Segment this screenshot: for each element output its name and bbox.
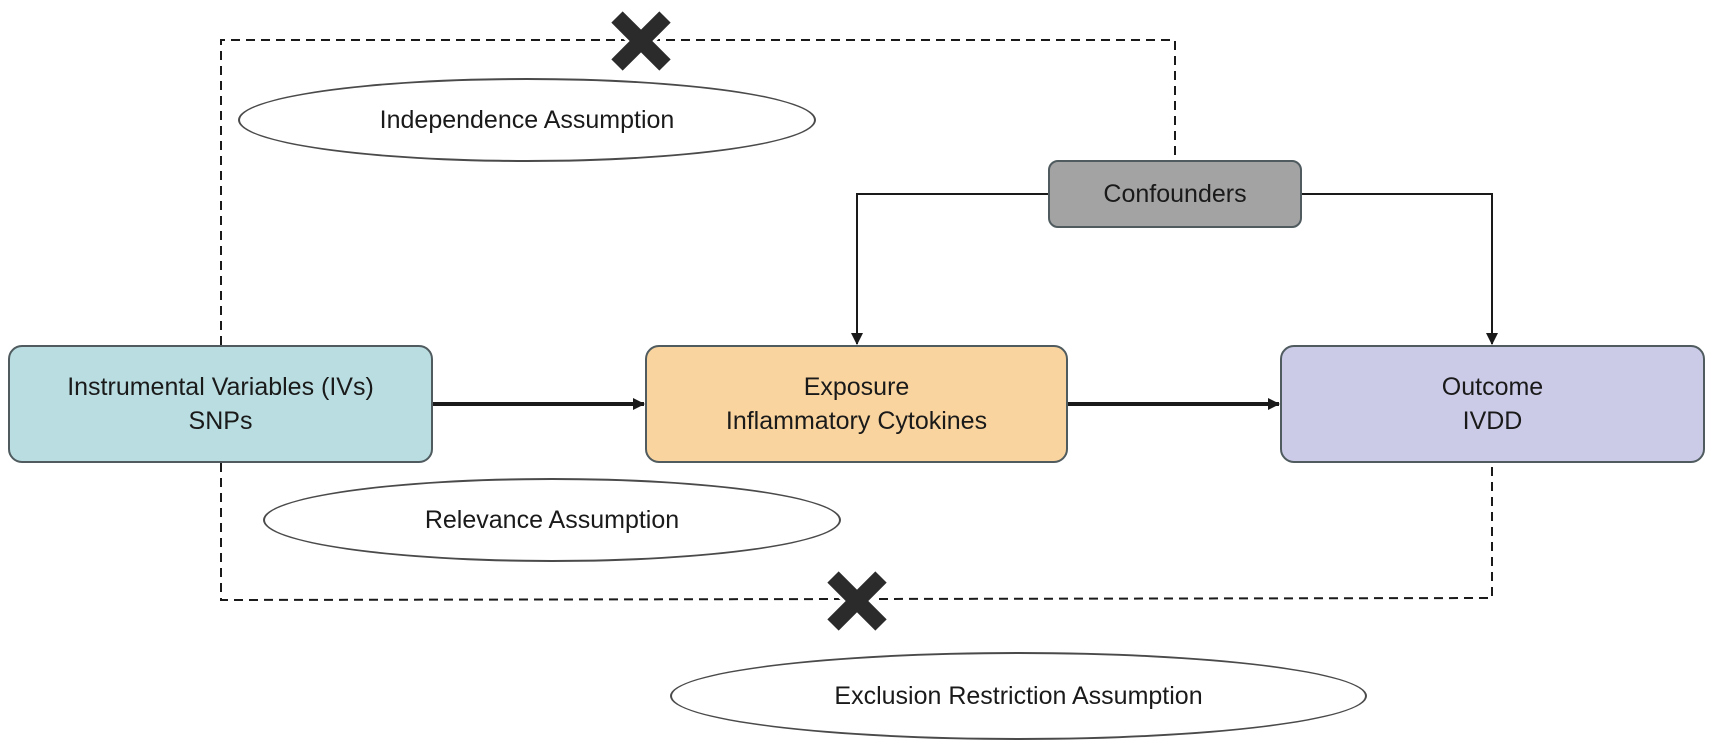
x-cross-icon [609, 9, 673, 73]
independence-dashed-path [220, 39, 1176, 345]
confounders-to-exposure-arrow [851, 193, 1048, 345]
exposure-box: Exposure Inflammatory Cytokines [645, 345, 1068, 463]
confounders-label: Confounders [1103, 180, 1247, 208]
relevance-assumption-text: Relevance Assumption [424, 505, 680, 534]
x-cross-icon [825, 569, 889, 633]
outcome-title: Outcome [1441, 373, 1544, 401]
independence-assumption-text: Independence Assumption [379, 105, 675, 134]
confounders-to-outcome-arrow [1301, 193, 1498, 345]
outcome-box: Outcome IVDD [1280, 345, 1705, 463]
exposure-subtitle: Inflammatory Cytokines [725, 407, 988, 435]
exposure-title: Exposure [803, 373, 910, 401]
independence-assumption-label: Independence Assumption [238, 78, 816, 162]
exclusion-restriction-assumption-label: Exclusion Restriction Assumption [670, 652, 1367, 740]
exclusion-restriction-assumption-text: Exclusion Restriction Assumption [834, 681, 1203, 710]
instrumental-variables-subtitle: SNPs [188, 407, 253, 435]
outcome-subtitle: IVDD [1462, 407, 1523, 435]
instrumental-variables-title: Instrumental Variables (IVs) [67, 373, 374, 401]
instrumental-variables-box: Instrumental Variables (IVs) SNPs [8, 345, 433, 463]
confounders-box: Confounders [1048, 160, 1302, 228]
relevance-assumption-label: Relevance Assumption [263, 478, 841, 562]
